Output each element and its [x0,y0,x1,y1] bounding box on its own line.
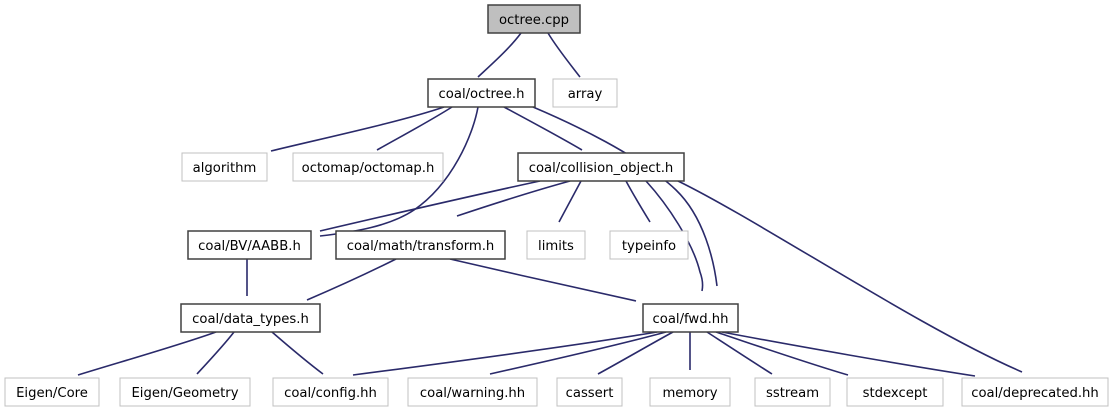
node-data_types[interactable]: coal/data_types.h [180,303,321,333]
node-cassert[interactable]: cassert [556,377,623,407]
node-box-typeinfo[interactable] [609,230,689,260]
edge-fwd-to-sstream [706,331,773,375]
edge-coal_octree_h-to-octomap [376,106,453,151]
node-fwd[interactable]: coal/fwd.hh [642,303,739,333]
node-box-transform[interactable] [335,230,506,260]
edge-collision_object-to-transform [456,180,571,217]
node-limits[interactable]: limits [526,230,586,260]
edge-fwd-to-stdexcept [715,331,849,376]
node-memory[interactable]: memory [649,377,731,407]
edge-layer [77,32,1023,377]
node-octomap[interactable]: octomap/octomap.h [292,152,444,182]
node-eigen_geometry[interactable]: Eigen/Geometry [119,377,251,407]
node-box-collision_object[interactable] [517,152,685,182]
node-box-limits[interactable] [526,230,586,260]
node-typeinfo[interactable]: typeinfo [609,230,689,260]
node-octree_cpp[interactable]: octree.cpp [487,4,581,34]
edge-transform-to-data_types [306,258,397,301]
node-box-deprecated[interactable] [961,377,1109,407]
node-box-coal_octree_h[interactable] [427,78,536,108]
node-layer: octree.cpp coal/octree.h array algorithm oct… [4,4,1109,407]
edge-coal_octree_h-to-collision_object [503,106,583,151]
edge-transform-to-fwd [449,258,637,302]
edge-coal_octree_h-to-fwd [532,106,718,287]
node-transform[interactable]: coal/math/transform.h [335,230,506,260]
node-box-aabb[interactable] [187,230,312,260]
edge-octree_cpp-to-array [547,32,581,78]
edge-collision_object-to-aabb [319,180,541,232]
node-box-config[interactable] [272,377,389,407]
edge-fwd-to-config [352,331,658,376]
edge-collision_object-to-fwd [645,180,704,292]
node-box-cassert[interactable] [556,377,623,407]
node-box-warning[interactable] [407,377,538,407]
node-box-array[interactable] [552,78,618,108]
edge-data_types-to-eigen_geometry [196,331,235,375]
node-box-stdexcept[interactable] [846,377,944,407]
edge-octree_cpp-to-coal_octree_h [477,32,522,78]
node-box-octree_cpp[interactable] [487,4,581,34]
node-array[interactable]: array [552,78,618,108]
edge-coal_octree_h-to-algorithm [270,106,445,152]
edge-fwd-to-cassert [597,331,674,375]
node-collision_object[interactable]: coal/collision_object.h [517,152,685,182]
node-deprecated[interactable]: coal/deprecated.hh [961,377,1109,407]
node-aabb[interactable]: coal/BV/AABB.h [187,230,312,260]
node-box-eigen_geometry[interactable] [119,377,251,407]
node-box-octomap[interactable] [292,152,444,182]
node-eigen_core[interactable]: Eigen/Core [4,377,100,407]
node-box-memory[interactable] [649,377,731,407]
edge-collision_object-to-typeinfo [625,180,651,223]
node-stdexcept[interactable]: stdexcept [846,377,944,407]
edge-data_types-to-eigen_core [77,331,217,376]
node-warning[interactable]: coal/warning.hh [407,377,538,407]
node-sstream[interactable]: sstream [754,377,831,407]
node-box-sstream[interactable] [754,377,831,407]
node-box-algorithm[interactable] [181,152,268,182]
edge-fwd-to-warning [489,331,667,375]
edge-collision_object-to-limits [558,180,582,223]
node-box-fwd[interactable] [642,303,739,333]
node-box-data_types[interactable] [180,303,321,333]
edge-data_types-to-config [271,331,324,375]
edge-collision_object-to-deprecated [677,180,1023,373]
node-coal_octree_h[interactable]: coal/octree.h [427,78,536,108]
node-config[interactable]: coal/config.hh [272,377,389,407]
node-box-eigen_core[interactable] [4,377,100,407]
edge-fwd-to-deprecated [721,331,976,377]
node-algorithm[interactable]: algorithm [181,152,268,182]
